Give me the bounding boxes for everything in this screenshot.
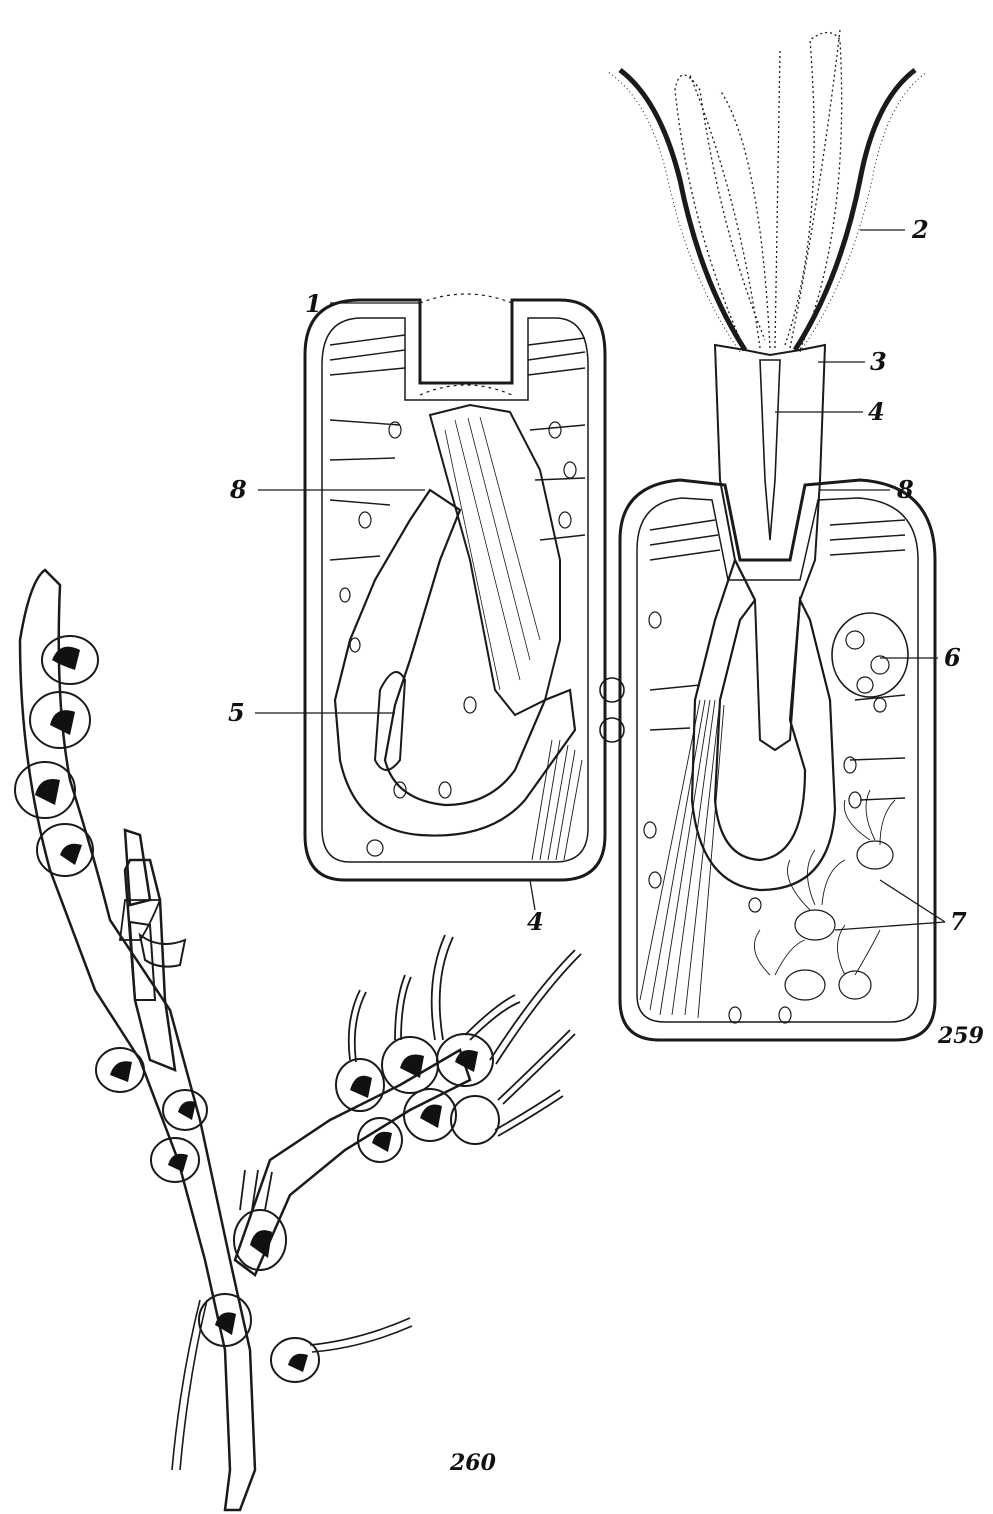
zooid-capsules: [15, 636, 499, 1382]
label-8-right: 8: [896, 475, 914, 504]
label-6: 6: [944, 643, 961, 672]
lophophore-tentacles: [608, 30, 927, 352]
left-zooid: [305, 294, 605, 880]
label-3: 3: [870, 347, 887, 376]
label-1: 1: [305, 289, 322, 318]
gut-right: [692, 560, 835, 890]
label-4-bottom: 4: [527, 907, 544, 936]
ovary: [832, 613, 908, 697]
label-4-top: 4: [868, 397, 885, 426]
parietal-muscle-fibres: [640, 700, 724, 1018]
figure-number-259: 259: [937, 1023, 984, 1049]
mesenchyme-cells-right: [644, 612, 886, 1023]
label-7: 7: [950, 907, 967, 936]
pharynx: [715, 345, 825, 750]
colony-branch: [15, 570, 581, 1510]
label-5: 5: [228, 698, 245, 727]
right-zooid: [600, 30, 935, 1040]
sperm-clusters: [754, 790, 895, 1000]
leader-lines: [255, 230, 945, 930]
figure-number-260: 260: [449, 1450, 497, 1476]
tentacle-lines: [445, 417, 540, 690]
gut-left: [335, 490, 575, 836]
label-2: 2: [911, 215, 929, 244]
label-8-left: 8: [229, 475, 247, 504]
muscle-fan-left: [532, 740, 582, 860]
